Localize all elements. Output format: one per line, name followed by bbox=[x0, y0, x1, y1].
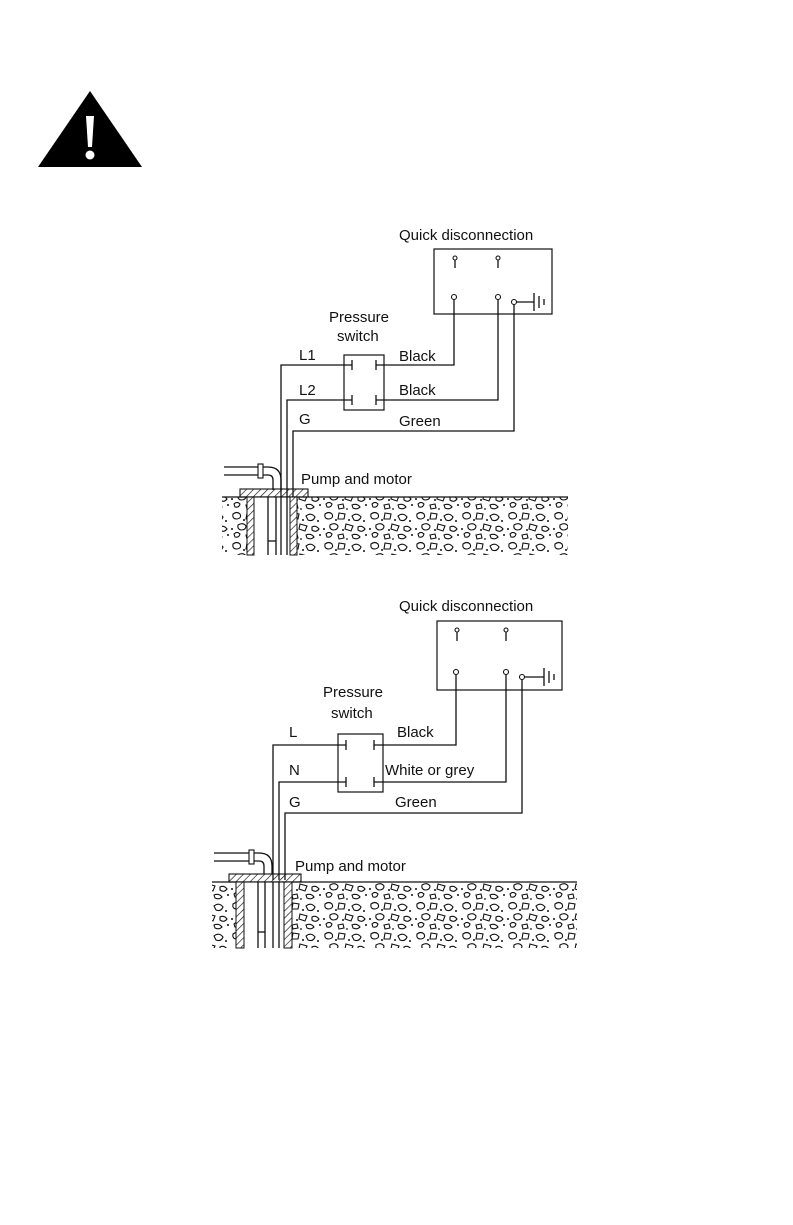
line-label-l1: L1 bbox=[299, 347, 316, 364]
wires bbox=[281, 300, 514, 498]
quick-disconnect-terminals bbox=[454, 670, 525, 680]
wiring-diagram-115v: Quick disconnection Pressure switch L N … bbox=[212, 598, 577, 948]
wire-label-white-grey: White or grey bbox=[385, 762, 475, 779]
wire-label-black-2: Black bbox=[399, 382, 436, 399]
warning-triangle-icon bbox=[38, 91, 142, 167]
ground-icon bbox=[525, 668, 555, 686]
discharge-pipe bbox=[224, 464, 281, 490]
pressure-switch-box bbox=[344, 355, 384, 410]
quick-disconnect-label: Quick disconnection bbox=[399, 227, 533, 244]
well-casing bbox=[229, 874, 301, 948]
quick-disconnect-terminals bbox=[452, 295, 517, 305]
quick-disconnect-fuses bbox=[453, 256, 500, 268]
line-label-n: N bbox=[289, 762, 300, 779]
quick-disconnect-fuses bbox=[455, 628, 508, 641]
wire-label-black: Black bbox=[397, 724, 434, 741]
pressure-switch-label: Pressure bbox=[323, 684, 383, 701]
wire-label-black-1: Black bbox=[399, 348, 436, 365]
wire-label-green: Green bbox=[395, 794, 437, 811]
pump-motor-label: Pump and motor bbox=[295, 858, 406, 875]
pump-motor-label: Pump and motor bbox=[301, 471, 412, 488]
line-label-g: G bbox=[289, 794, 301, 811]
line-label-g: G bbox=[299, 411, 311, 428]
well-cap bbox=[229, 874, 301, 882]
pressure-switch-label: switch bbox=[331, 705, 373, 722]
line-label-l: L bbox=[289, 724, 297, 741]
pressure-switch-label: switch bbox=[337, 328, 379, 345]
ground-icon bbox=[517, 293, 545, 311]
well-cap bbox=[240, 489, 308, 497]
line-label-l2: L2 bbox=[299, 382, 316, 399]
pressure-switch-box bbox=[338, 734, 383, 792]
wire-label-green: Green bbox=[399, 413, 441, 430]
quick-disconnect-label: Quick disconnection bbox=[399, 598, 533, 615]
wiring-diagram-230v: Quick disconnection Pressure switch L1 L… bbox=[222, 227, 568, 555]
pressure-switch-label: Pressure bbox=[329, 309, 389, 326]
discharge-pipe bbox=[214, 850, 272, 874]
